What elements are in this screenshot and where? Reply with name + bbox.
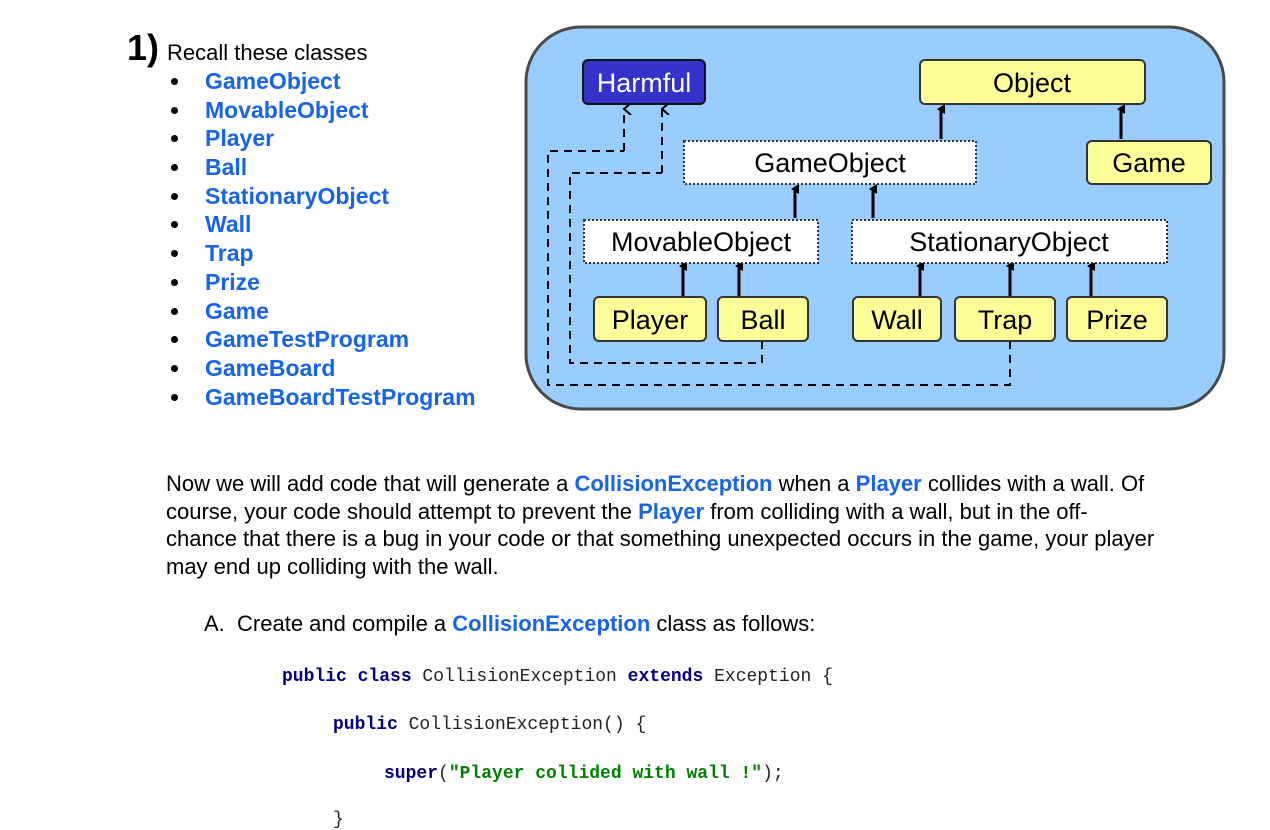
node-game-label: Game (1112, 148, 1186, 178)
node-object: Object (919, 59, 1146, 105)
list-item: Prize (165, 268, 476, 297)
list-item: GameBoard (165, 354, 476, 383)
list-item: GameBoardTestProgram (165, 383, 476, 412)
step-a-label: A. (204, 611, 225, 636)
bullet-icon (171, 250, 178, 258)
bullet-icon (171, 164, 178, 172)
bullet-icon (171, 221, 178, 229)
node-stationaryobject: StationaryObject (851, 219, 1168, 264)
bullet-icon (171, 364, 178, 372)
bullet-icon (171, 278, 178, 286)
node-trap: Trap (954, 296, 1056, 342)
section-number: 1) (127, 27, 160, 68)
code-line-2: public CollisionException() { (333, 715, 647, 735)
dash-line-ball (569, 172, 763, 364)
node-gameobject: GameObject (683, 140, 977, 185)
node-ball: Ball (717, 296, 809, 342)
term-player: Player (855, 471, 922, 496)
inheritance-arrows (679, 104, 1125, 297)
implements-lines (547, 150, 1011, 386)
node-trap-label: Trap (978, 305, 1033, 335)
list-item: GameObject (165, 67, 476, 96)
node-player-label: Player (612, 305, 689, 335)
list-item: Player (165, 124, 476, 153)
list-item: Trap (165, 239, 476, 268)
implements-arrows (623, 109, 662, 173)
list-item: Wall (165, 210, 476, 239)
term-collisionexception: CollisionException (452, 611, 651, 636)
list-item: MovableObject (165, 96, 476, 125)
node-harmful: Harmful (582, 59, 706, 105)
bullet-icon (171, 393, 178, 401)
node-prize-label: Prize (1086, 305, 1148, 335)
bullet-icon (171, 135, 178, 143)
list-item: StationaryObject (165, 182, 476, 211)
term-player: Player (638, 498, 705, 524)
step-a: A. Create and compile a CollisionExcepti… (204, 611, 816, 636)
node-game: Game (1086, 140, 1212, 185)
node-gameobject-label: GameObject (754, 148, 906, 178)
intro-text: Recall these classes (167, 40, 368, 65)
bullet-icon (171, 336, 178, 344)
node-wall-label: Wall (871, 305, 923, 335)
list-item: Game (165, 297, 476, 326)
class-list: GameObject MovableObject Player Ball Sta… (165, 67, 476, 411)
bullet-icon (171, 307, 178, 315)
node-movableobject-label: MovableObject (611, 227, 792, 257)
node-object-label: Object (993, 68, 1072, 98)
node-movableobject: MovableObject (583, 219, 819, 264)
bullet-icon (171, 106, 178, 114)
term-collisionexception: CollisionException (574, 471, 773, 496)
bullet-icon (171, 78, 178, 85)
code-line-4: } (333, 810, 344, 830)
list-item: GameTestProgram (165, 325, 476, 354)
node-prize: Prize (1066, 296, 1168, 342)
code-line-1: public class CollisionException extends … (282, 667, 833, 687)
code-line-3: super("Player collided with wall !"); (384, 764, 784, 784)
node-ball-label: Ball (740, 305, 785, 335)
dash-line-trap (547, 150, 1011, 386)
collision-paragraph: Now we will add code that will generate … (166, 471, 1155, 579)
node-stationaryobject-label: StationaryObject (909, 227, 1109, 257)
list-item: Ball (165, 153, 476, 182)
node-player: Player (593, 296, 707, 342)
node-wall: Wall (852, 296, 942, 342)
class-hierarchy-diagram: Harmful Object GameObject Game MovableOb… (524, 25, 1226, 411)
node-harmful-label: Harmful (597, 68, 692, 98)
bullet-icon (171, 192, 178, 200)
